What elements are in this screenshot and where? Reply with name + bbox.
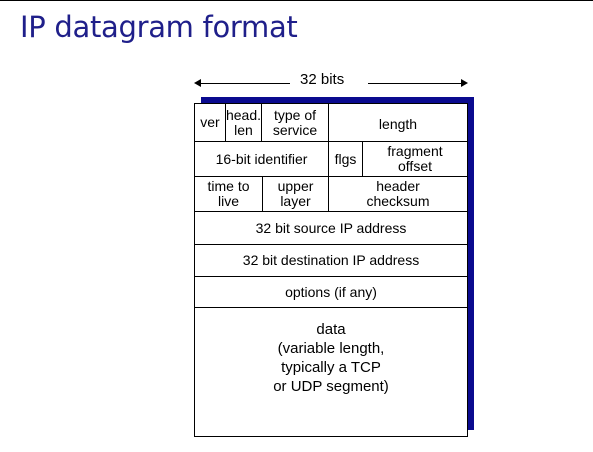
ip-datagram-diagram: ver head. len type of service length 16-… — [194, 103, 468, 437]
row-divider — [195, 211, 467, 212]
slide-top-rule — [0, 0, 593, 1]
field-header-length: head. len — [225, 106, 262, 138]
field-options: options (if any) — [285, 283, 377, 300]
field-identifier: 16-bit identifier — [215, 150, 308, 167]
col-divider — [328, 141, 329, 176]
field-flags: flgs — [334, 150, 357, 167]
field-fragment-offset: fragment offset — [387, 143, 443, 174]
col-divider — [328, 176, 329, 211]
col-divider — [328, 104, 329, 141]
field-destination-ip: 32 bit destination IP address — [242, 252, 420, 268]
col-divider — [362, 141, 363, 176]
field-type-of-service: type of service — [272, 106, 318, 138]
field-time-to-live: time to live — [207, 178, 250, 209]
bits-arrow-right-line — [368, 83, 463, 84]
field-header-checksum: header checksum — [366, 178, 430, 209]
bits-arrow-right-head — [461, 79, 468, 87]
col-divider — [262, 176, 263, 211]
field-version: ver — [200, 114, 220, 130]
row-divider — [195, 307, 467, 308]
field-data: data (variable length, typically a TCP o… — [273, 321, 389, 395]
col-divider — [261, 104, 262, 141]
row-divider — [195, 276, 467, 277]
field-length: length — [378, 116, 418, 132]
bits-arrow-left-line — [198, 83, 290, 84]
slide-title: IP datagram format — [20, 10, 298, 44]
field-source-ip: 32 bit source IP address — [255, 219, 407, 236]
field-upper-layer: upper layer — [277, 178, 314, 209]
row-divider — [195, 176, 467, 177]
col-divider — [225, 104, 226, 141]
bits-arrow-left-head — [194, 79, 201, 87]
bits-width-label: 32 bits — [300, 71, 345, 88]
row-divider — [195, 141, 467, 142]
row-divider — [195, 244, 467, 245]
